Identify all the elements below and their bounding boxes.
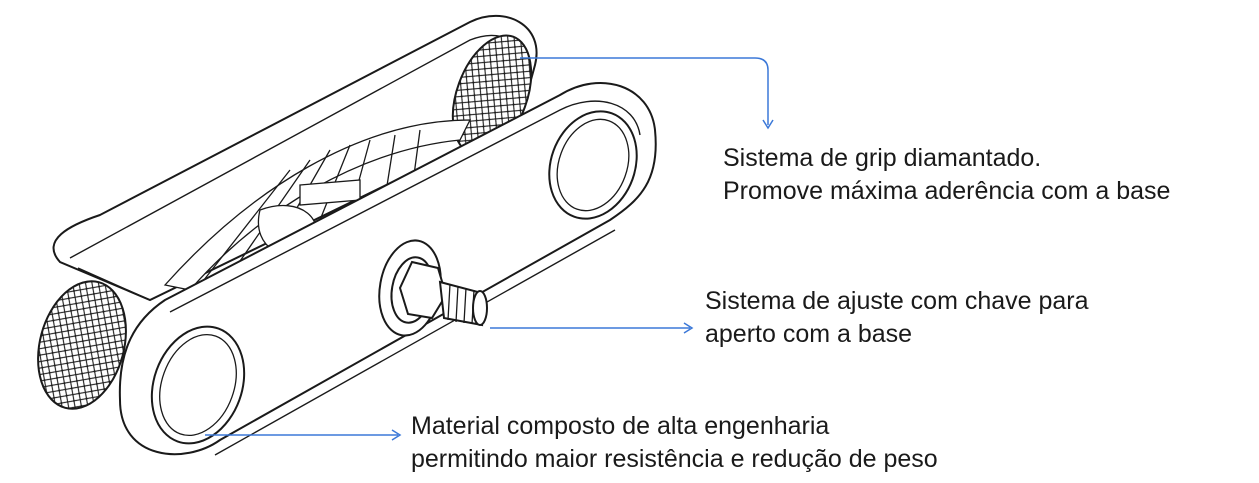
callout-bolt: Sistema de ajuste com chave para aperto … [705, 285, 1089, 351]
callout-material-line-1: Material composto de alta engenharia [411, 412, 830, 440]
front-ring-right [548, 110, 638, 220]
callout-grip-line-2: Promove máxima aderência com a base [723, 177, 1171, 205]
callout-bolt-line-2: aperto com a base [705, 320, 913, 348]
callout-bolt-line-1: Sistema de ajuste com chave para [705, 287, 1089, 315]
knurled-grip-front [37, 280, 127, 410]
callout-grip: Sistema de grip diamantado. Promove máxi… [723, 142, 1170, 208]
callout-material-line-2: permitindo maior resistência e redução d… [411, 445, 938, 473]
callout-grip-line-1: Sistema de grip diamantado. [723, 144, 1042, 172]
front-ring-left [150, 325, 246, 445]
adjustment-bolt [378, 239, 488, 337]
leader-line-material [205, 429, 402, 441]
leader-line-bolt [490, 322, 694, 334]
leader-line-grip [520, 57, 774, 130]
callout-material: Material composto de alta engenharia per… [411, 410, 938, 476]
